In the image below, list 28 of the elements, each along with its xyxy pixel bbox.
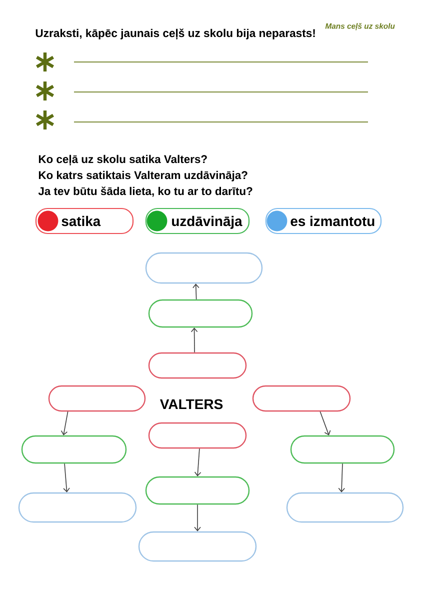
arrow	[60, 411, 68, 436]
answer-box	[286, 492, 404, 523]
question-text: Ko katrs satiktais Valteram uzdāvināja?	[38, 170, 248, 182]
arrow	[338, 463, 346, 492]
answer-box	[148, 422, 247, 449]
legend-pill: satika	[35, 208, 134, 234]
arrow	[63, 463, 70, 492]
answer-box	[21, 435, 127, 464]
legend-pill: es izmantotu	[265, 208, 382, 234]
question-text: Ko ceļā uz skolu satika Valters?	[38, 154, 207, 166]
answer-box	[145, 476, 250, 505]
answer-box	[252, 385, 351, 412]
answer-box	[18, 492, 137, 523]
answer-box	[48, 385, 146, 412]
arrow	[192, 284, 200, 300]
answer-box	[290, 435, 395, 464]
answer-box	[148, 352, 247, 379]
answer-box	[145, 252, 263, 284]
arrow	[320, 411, 331, 436]
question-text: Ja tev būtu šāda lieta, ko tu ar to darītu?	[38, 186, 252, 197]
arrow	[190, 328, 198, 353]
center-label: VALTERS	[160, 399, 223, 410]
answer-box	[148, 299, 253, 328]
legend-pill: uzdāvināja	[145, 208, 250, 234]
arrow	[194, 448, 202, 476]
instruction-text: Uzraksti, kāpēc jaunais ceļš uz skolu bija neparasts!	[36, 28, 315, 40]
arrow	[194, 504, 201, 532]
answer-box	[138, 531, 257, 562]
